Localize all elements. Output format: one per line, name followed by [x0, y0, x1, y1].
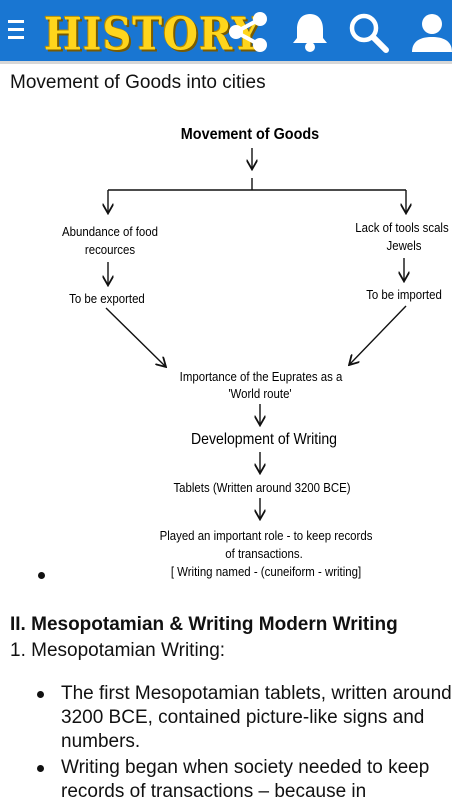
center-label-4a: Played an important role - to keep recor…	[160, 528, 373, 543]
subsection-heading: 1. Mesopotamian Writing:	[10, 640, 226, 661]
center-label-2: Development of Writing	[191, 430, 337, 448]
bell-icon[interactable]	[286, 10, 334, 54]
menu-icon[interactable]	[8, 20, 24, 42]
center-label-1b: 'World route'	[228, 386, 291, 401]
left-result: To be exported	[69, 291, 145, 306]
search-icon[interactable]	[344, 10, 392, 54]
right-label-1: Lack of tools scals	[355, 220, 448, 235]
list-item: Writing began when society needed to kee…	[37, 756, 452, 804]
center-label-4b: of transactions.	[225, 546, 303, 561]
diagram-title: Movement of Goods	[181, 125, 319, 143]
bullet-dot	[38, 572, 45, 579]
section-title: Movement of Goods into cities	[10, 72, 266, 93]
left-label-1: Abundance of food	[62, 224, 158, 239]
points-list: The first Mesopotamian tablets, written …	[0, 682, 452, 806]
right-result: To be imported	[366, 287, 442, 302]
center-label-3: Tablets (Written around 3200 BCE)	[173, 480, 350, 495]
center-label-1a: Importance of the Euprates as a	[180, 369, 343, 384]
account-icon[interactable]	[406, 10, 452, 54]
share-icon[interactable]	[224, 10, 272, 54]
right-label-2: Jewels	[387, 238, 422, 253]
list-item: The first Mesopotamian tablets, written …	[37, 683, 452, 752]
movement-of-goods-diagram: Movement of Goods Abundance of food reco…	[62, 125, 449, 579]
center-label-4c: [ Writing named - (cuneiform - writing]	[171, 564, 361, 579]
app-title: HISTORY	[44, 8, 262, 61]
left-label-2: recources	[85, 242, 135, 257]
app-bar: HISTORY	[0, 0, 452, 64]
section-heading: II. Mesopotamian & Writing Modern Writin…	[10, 614, 398, 635]
